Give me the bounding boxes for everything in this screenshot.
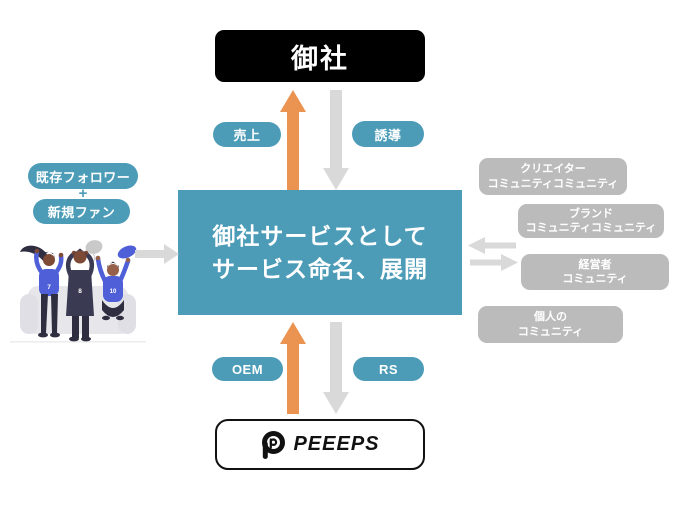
plus-sign: +	[78, 185, 88, 202]
service-naming-line1: 御社サービスとして	[212, 222, 428, 249]
peeeps-brand-box: PEEEPS	[215, 419, 425, 470]
existing-followers-pill: 既存フォロワー	[28, 163, 138, 189]
guidance-flow-arrow-down	[323, 90, 349, 190]
community-box-personal: 個人の コミュニティ	[478, 306, 623, 343]
your-company-label: 御社	[291, 43, 349, 74]
new-fans-label: 新規ファン	[47, 205, 116, 220]
new-fans-pill: 新規ファン	[33, 199, 130, 224]
peeeps-brand-label: PEEEPS	[293, 433, 380, 455]
community-box-executive: 経営者 コミュニティ	[521, 254, 669, 290]
fans-to-service-arrow	[135, 244, 179, 264]
rs-flow-arrow-down	[323, 322, 349, 414]
service-naming-box: 御社サービスとして サービス命名、展開	[178, 190, 462, 315]
fan-middle: 8	[65, 248, 95, 342]
community-box-brand: ブランド コミュニティコミュニティ	[518, 204, 664, 238]
guidance-label: 誘導	[374, 127, 402, 143]
sales-flow-arrow-up	[280, 90, 306, 190]
peeeps-logo-icon	[262, 430, 286, 459]
fan-right: 10	[95, 255, 131, 321]
oem-label-pill: OEM	[212, 357, 283, 381]
service-to-community-arrow	[470, 254, 518, 271]
sales-label: 売上	[233, 128, 261, 143]
rs-label: RS	[378, 361, 399, 377]
rs-label-pill: RS	[353, 357, 424, 381]
existing-followers-label: 既存フォロワー	[35, 169, 131, 185]
guidance-label-pill: 誘導	[352, 121, 424, 147]
your-company-box: 御社	[215, 30, 425, 82]
oem-label: OEM	[231, 361, 264, 377]
fan-left: 7	[20, 245, 64, 338]
svg-text:7: 7	[47, 284, 51, 291]
oem-flow-arrow-up	[280, 322, 306, 414]
football-shape	[117, 245, 137, 259]
fans-illustration: 7 8 10	[10, 240, 146, 343]
svg-text:8: 8	[78, 288, 82, 295]
community-box-creator: クリエイター コミュニティコミュニティ	[479, 158, 627, 195]
svg-text:10: 10	[110, 289, 117, 295]
service-naming-line2: サービス命名、展開	[212, 255, 428, 282]
community-to-service-arrow	[468, 237, 516, 254]
sales-label-pill: 売上	[213, 122, 281, 147]
